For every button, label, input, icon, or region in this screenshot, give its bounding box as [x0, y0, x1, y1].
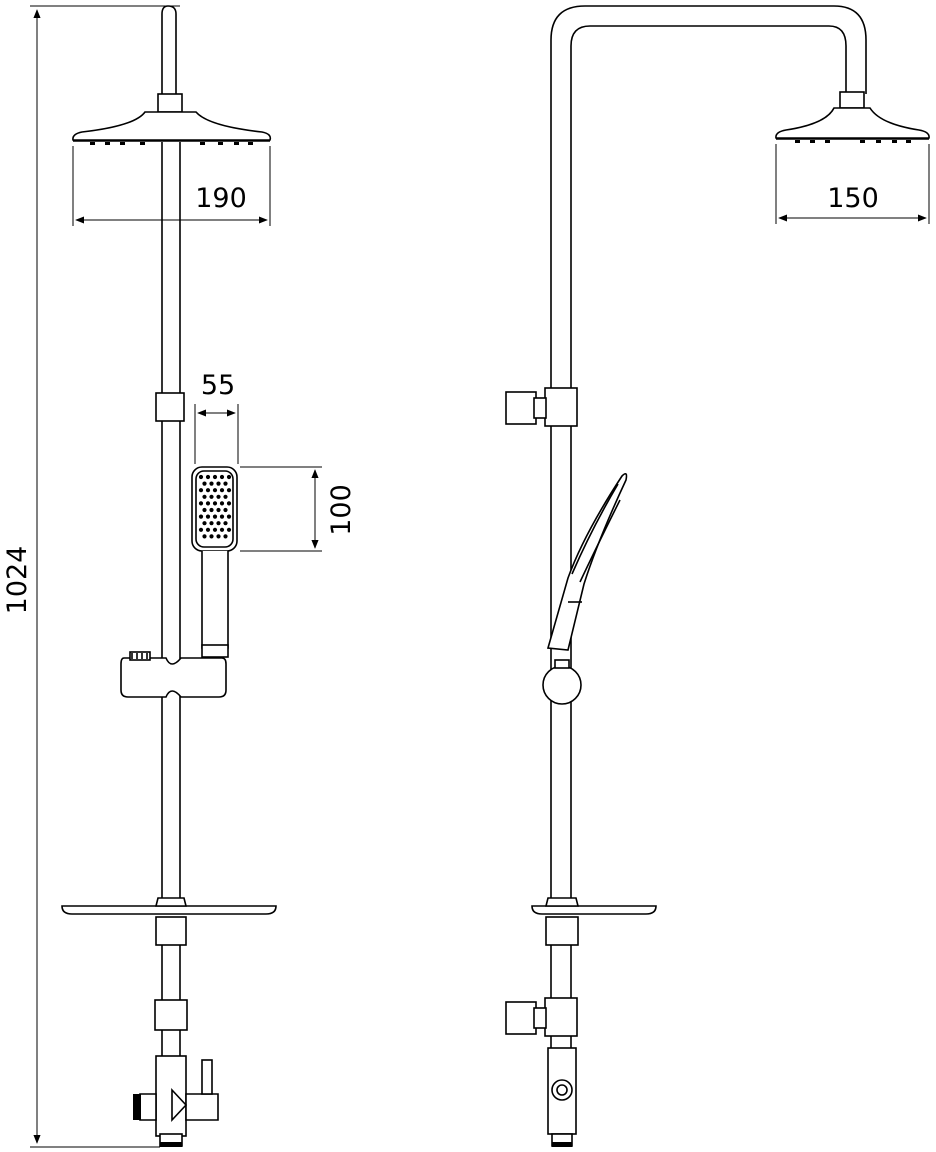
nozzle-dot: [216, 481, 221, 486]
hand-shower-width-dimension: 55: [194, 370, 239, 464]
nozzle-dot: [202, 521, 207, 526]
nozzle-dot: [226, 474, 232, 480]
nozzle-dot: [205, 527, 211, 532]
nozzle-dot: [226, 488, 232, 493]
side-hand-shower-holder: [542, 659, 582, 705]
nozzle-dot: [202, 481, 207, 486]
nozzle-dot: [226, 527, 232, 532]
total-height-dimension: 1024: [2, 5, 180, 1148]
nozzle-dot: [205, 474, 211, 480]
nozzle-dot: [212, 514, 218, 519]
nozzle-dot: [198, 501, 204, 506]
front-view: [61, 5, 277, 1147]
front-diverter: [133, 1055, 219, 1147]
nozzle-dot: [212, 501, 218, 506]
nozzle-dot: [209, 534, 214, 539]
nozzle-dot: [202, 534, 207, 539]
nozzle-dot: [205, 488, 211, 493]
nozzle-dot: [223, 534, 228, 539]
side-hand-shower: [546, 472, 628, 651]
nozzle-dot: [223, 481, 228, 486]
arm-connector-nut: [157, 93, 183, 113]
nozzle-dot: [219, 527, 225, 532]
nozzle-dot: [205, 514, 211, 519]
nozzle-dot: [209, 494, 214, 499]
front-lower-clamp: [154, 999, 188, 1031]
nozzle-dot: [223, 521, 228, 526]
nozzle-dot: [209, 521, 214, 526]
nozzle-dot: [219, 501, 225, 506]
nozzle-dot: [212, 488, 218, 493]
nozzle-dot: [198, 527, 204, 532]
nozzle-dot: [212, 474, 218, 480]
nozzle-dot: [216, 534, 221, 539]
side-head-width-dimension: 150: [775, 144, 930, 224]
nozzle-dot: [226, 501, 232, 506]
front-shelf: [61, 897, 277, 915]
nozzle-dot: [212, 527, 218, 532]
front-lower-nut: [155, 916, 187, 946]
nozzle-dot: [198, 488, 204, 493]
side-lower-clamp: [505, 997, 578, 1037]
total-height-label: 1024: [2, 546, 33, 615]
side-shelf: [531, 897, 657, 915]
front-hand-shower: [191, 466, 238, 658]
front-head-width-dimension: 190: [72, 146, 271, 226]
nozzle-dot: [223, 494, 228, 499]
nozzle-dot: [216, 507, 221, 513]
side-diverter: [547, 1047, 577, 1147]
nozzle-dot: [198, 514, 204, 519]
front-hand-shower-holder: [120, 651, 227, 698]
nozzle-dot: [202, 507, 207, 513]
side-view: [505, 5, 930, 1147]
side-rain-shower-head: [775, 107, 930, 143]
nozzle-dot: [209, 507, 214, 513]
nozzle-dot: [219, 488, 225, 493]
nozzle-dot: [216, 521, 221, 526]
nozzle-dot: [202, 494, 207, 499]
hand-shower-width-label: 55: [201, 370, 235, 401]
nozzle-dot: [219, 474, 225, 480]
nozzle-dot: [226, 514, 232, 519]
nozzle-dot: [209, 481, 214, 486]
hand-shower-height-label: 100: [326, 484, 357, 536]
front-rain-shower-head: [72, 111, 272, 145]
front-upper-clamp: [155, 392, 185, 422]
nozzle-dot: [216, 494, 221, 499]
nozzle-dot: [219, 514, 225, 519]
side-arm-connector-nut: [839, 91, 865, 109]
side-lower-nut: [545, 916, 579, 946]
side-upper-clamp: [505, 387, 578, 427]
front-head-width-label: 190: [195, 183, 247, 214]
nozzle-dot: [205, 501, 211, 506]
nozzle-dot: [198, 474, 204, 480]
hand-shower-height-dimension: 100: [240, 466, 357, 552]
side-head-width-label: 150: [827, 183, 879, 214]
nozzle-dot: [223, 507, 228, 513]
